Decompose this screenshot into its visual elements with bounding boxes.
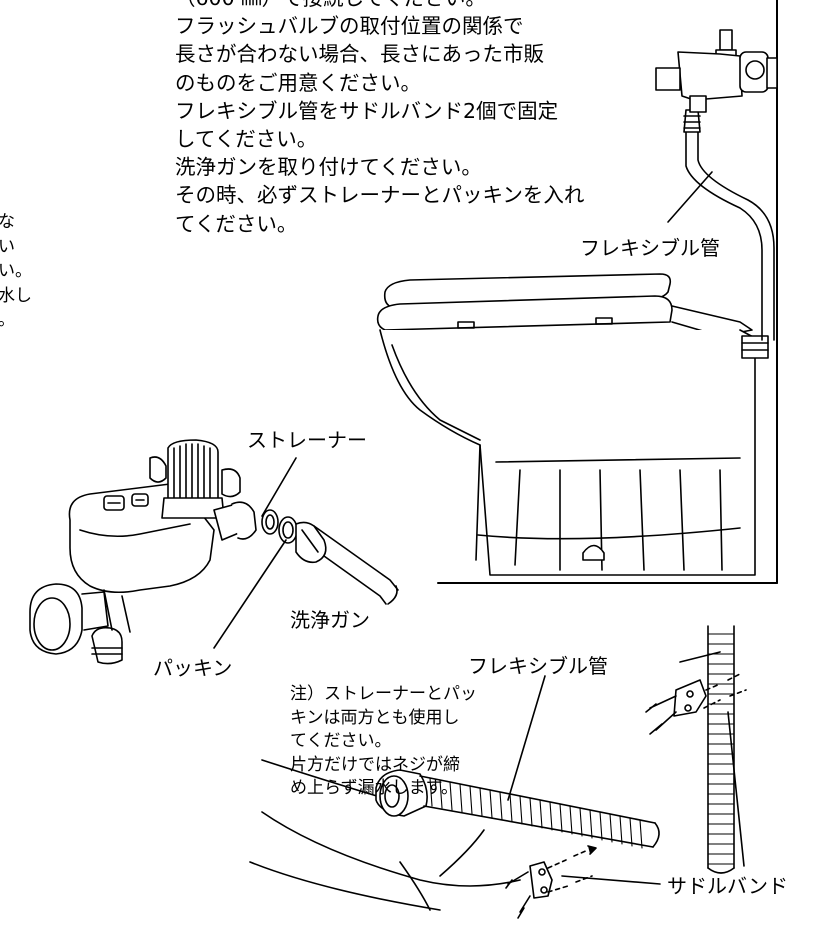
note-line: てください。 [290,731,392,751]
leader-strainer [261,457,297,517]
instruction-line: のものをご用意ください。 [175,70,421,95]
instruction-line: フラッシュバルブの取付位置の関係で [175,14,524,39]
leader-saddle-band-bottom [561,875,661,885]
leader-flexible-pipe-bottom [507,675,546,801]
flexible-pipe-bottom [375,625,735,874]
note-line: 片方だけではネジが締 [290,754,460,775]
instruction-text: （600 ㎜）で接続してください。 フラッシュバルブの取付位置の関係で 長さが合… [175,0,584,238]
instruction-line: その時、必ずストレーナーとパッキンを入れ [175,183,585,208]
left-fragment-line: な [0,212,15,232]
label-packing: パッキン [153,656,233,680]
left-fragment-line: い。 [0,261,32,281]
saddle-band-right [645,673,747,735]
instruction-line: してください。 [175,127,318,152]
instruction-line: （600 ㎜）で接続してください。 [175,0,584,12]
instruction-line: てください。 [175,211,298,236]
leader-flexible-pipe-bottom-right [679,651,721,663]
flush-valve-detail [29,439,257,665]
washing-gun-hose [295,521,399,605]
flush-valve-top [655,29,778,113]
note-line: 注）ストレーナーとパッ [290,684,477,704]
flexible-pipe-top [683,109,775,341]
floor-outline [249,759,521,911]
saddle-band-bottom [505,845,597,919]
strainer-packing-parts [261,509,298,544]
left-text-fragment: な い い。 水し 。 [0,210,32,333]
left-fragment-line: 水し [0,285,32,306]
leader-packing [213,539,287,649]
note-line: キンは両方とも使用し [290,707,460,728]
label-washing-gun: 洗浄ガン [290,608,370,632]
note-line: め上らず漏水します。 [290,778,458,798]
leader-flexible-pipe-top [667,171,713,223]
label-saddle-band: サドルバンド [667,874,788,898]
instruction-line: フレキシブル管をサドルバンド2個で固定 [175,98,559,123]
caution-note: 注）ストレーナーとパッ キンは両方とも使用し てください。 片方だけではネジが締… [290,683,477,801]
leader-saddle-band-right [727,711,745,867]
instruction-line: 長さが合わない場合、長さにあった市販 [175,42,544,67]
instruction-line: 洗浄ガンを取り付けてください。 [175,155,482,180]
label-flexible-pipe-top: フレキシブル管 [580,236,720,260]
label-flexible-pipe-bottom: フレキシブル管 [468,654,608,678]
toilet-illustration [376,0,778,584]
left-fragment-line: い [0,236,15,257]
label-strainer: ストレーナー [247,428,367,452]
left-fragment-line: 。 [0,308,32,333]
